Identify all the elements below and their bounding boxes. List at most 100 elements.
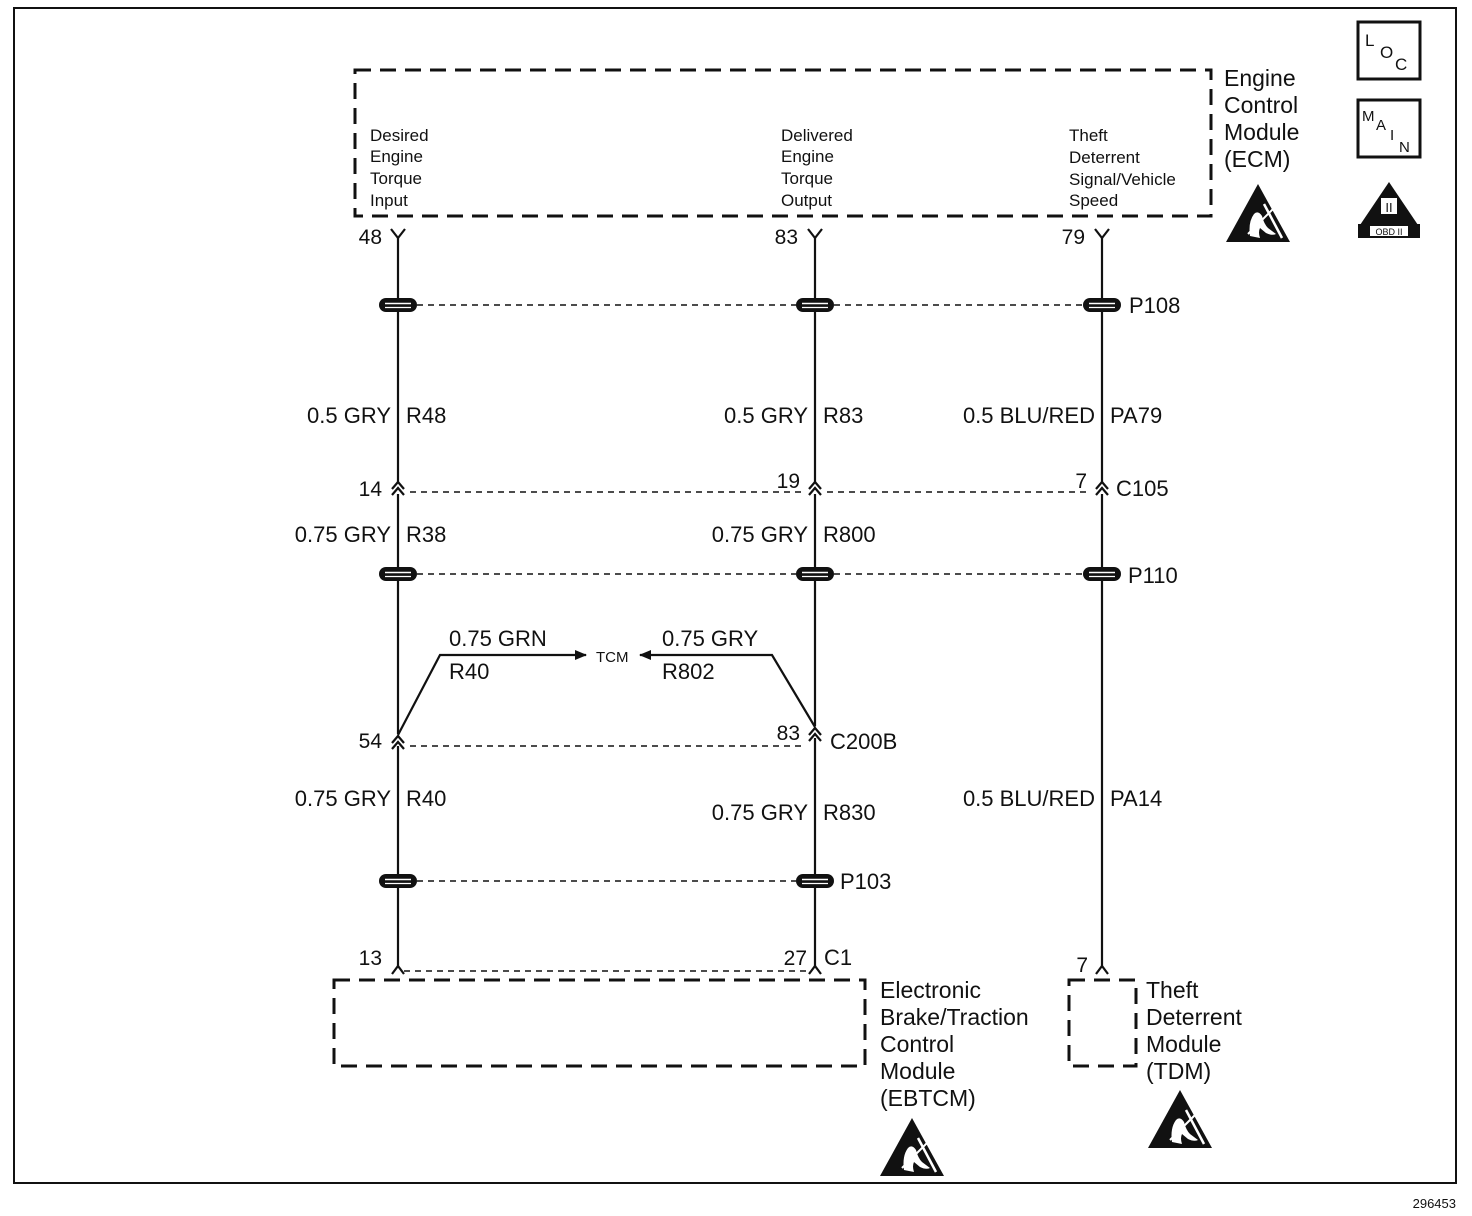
ecm-pin-48-terminal: [390, 228, 406, 240]
ebtcm-pin-13: 13: [359, 947, 382, 970]
splice-p110-left: [378, 566, 418, 582]
tdm-title-4: (TDM): [1146, 1058, 1211, 1084]
tcm-label: TCM: [596, 649, 629, 666]
ecm-title-2: Control: [1224, 92, 1298, 118]
svg-text:M: M: [1362, 108, 1375, 125]
wire-pa14-circuit: PA14: [1110, 786, 1162, 811]
wire-r800-gauge: 0.75 GRY: [712, 522, 809, 547]
ecm-signal-desired-2: Engine: [370, 147, 423, 166]
c200b-pin-83-terminal: [808, 726, 822, 742]
splice-p110-middle: [795, 566, 835, 582]
tdm-title-2: Deterrent: [1146, 1004, 1242, 1030]
wire-r48-circuit: R48: [406, 403, 446, 428]
ebtcm-title-2: Brake/Traction: [880, 1004, 1029, 1030]
ebtcm-pin-27-terminal: [808, 964, 822, 975]
branch-r802-to-tcm: [639, 650, 816, 728]
branch-r40-gauge: 0.75 GRN: [449, 626, 547, 651]
diagram-id: 296453: [1413, 1196, 1456, 1211]
c200b-label: C200B: [830, 729, 897, 754]
ecm-signal-theft-4: Speed: [1069, 191, 1118, 210]
splice-p110-right: [1082, 566, 1122, 582]
ecm-title-1: Engine: [1224, 65, 1296, 91]
ecm-esd-icon: [1224, 182, 1292, 244]
wire-r83-gauge: 0.5 GRY: [724, 403, 808, 428]
c105-pin-7-terminal: [1095, 480, 1109, 496]
splice-p103-left: [378, 873, 418, 889]
ebtcm-c1-label: C1: [824, 945, 852, 970]
svg-text:OBD II: OBD II: [1375, 227, 1402, 237]
svg-text:I: I: [1390, 127, 1394, 144]
branch-r40-circuit: R40: [449, 659, 489, 684]
ecm-pin-83-terminal: [807, 228, 823, 240]
splice-p108-left: [378, 297, 418, 313]
c105-pin-14: 14: [359, 478, 383, 501]
wire-r38-circuit: R38: [406, 522, 446, 547]
main-icon: M A I N: [1356, 98, 1422, 159]
svg-text:II: II: [1385, 200, 1392, 215]
ecm-title-3: Module: [1224, 119, 1299, 145]
c105-pin-7: 7: [1075, 470, 1087, 493]
c105-label: C105: [1116, 476, 1169, 501]
ecm-signal-delivered-4: Output: [781, 191, 832, 210]
ecm-signal-desired-4: Input: [370, 191, 408, 210]
ecm-signal-delivered-2: Engine: [781, 147, 834, 166]
svg-text:O: O: [1380, 43, 1393, 62]
tdm-pin-7-terminal: [1095, 964, 1109, 975]
ecm-signal-theft-1: Theft: [1069, 126, 1108, 145]
splice-p108-right: [1082, 297, 1122, 313]
tdm-esd-icon: [1146, 1088, 1214, 1150]
wire-pa79-gauge: 0.5 BLU/RED: [963, 403, 1095, 428]
wire-r830-circuit: R830: [823, 800, 876, 825]
ebtcm-title-3: Control: [880, 1031, 954, 1057]
wire-r83-circuit: R83: [823, 403, 863, 428]
ecm-pin-79-terminal: [1094, 228, 1110, 240]
tdm-module-box: [1067, 978, 1138, 1068]
splice-p103-middle: [795, 873, 835, 889]
ebtcm-module-box: [332, 978, 867, 1068]
ebtcm-pin-27: 27: [784, 947, 807, 970]
splice-p110-label: P110: [1128, 563, 1178, 588]
ecm-title-4: (ECM): [1224, 146, 1290, 172]
ecm-signal-desired-1: Desired: [370, 126, 429, 145]
wire-r40-circuit: R40: [406, 786, 446, 811]
wire-r40-gauge: 0.75 GRY: [295, 786, 392, 811]
svg-text:C: C: [1395, 55, 1407, 74]
ebtcm-title-4: Module: [880, 1058, 955, 1084]
ecm-pin-83: 83: [775, 226, 798, 249]
ecm-pin-79: 79: [1062, 226, 1085, 249]
splice-p108-label: P108: [1129, 293, 1180, 318]
c200b-pin-54-terminal: [391, 734, 405, 750]
ecm-signal-desired-3: Torque: [370, 169, 422, 188]
wire-r38-gauge: 0.75 GRY: [295, 522, 392, 547]
diagram-frame: [13, 7, 1457, 1184]
c105-pin-19-terminal: [808, 480, 822, 496]
ecm-module-box: [353, 68, 1213, 218]
obd-ii-icon: II OBD II: [1358, 182, 1420, 238]
splice-p108-middle: [795, 297, 835, 313]
c200b-pin-54: 54: [359, 730, 383, 753]
c105-pin-14-terminal: [391, 480, 405, 496]
ecm-signal-delivered-3: Torque: [781, 169, 833, 188]
wire-r48-gauge: 0.5 GRY: [307, 403, 391, 428]
ecm-signal-theft-3: Signal/Vehicle: [1069, 170, 1176, 189]
ebtcm-pin-13-terminal: [391, 964, 405, 975]
ecm-signal-delivered-1: Delivered: [781, 126, 853, 145]
ecm-signal-theft-2: Deterrent: [1069, 148, 1140, 167]
svg-text:N: N: [1399, 139, 1410, 156]
tdm-title-3: Module: [1146, 1031, 1221, 1057]
tdm-pin-7: 7: [1076, 954, 1088, 977]
ebtcm-title-5: (EBTCM): [880, 1085, 976, 1111]
branch-r802-gauge: 0.75 GRY: [662, 626, 759, 651]
c105-pin-19: 19: [777, 470, 800, 493]
loc-icon: L O C: [1356, 20, 1422, 81]
c200b-pin-83: 83: [777, 722, 800, 745]
wire-pa79-circuit: PA79: [1110, 403, 1162, 428]
ebtcm-title-1: Electronic: [880, 977, 981, 1003]
branch-r802-circuit: R802: [662, 659, 715, 684]
branch-r40-to-tcm: [397, 650, 587, 736]
wire-r830-gauge: 0.75 GRY: [712, 800, 809, 825]
wire-pa14-gauge: 0.5 BLU/RED: [963, 786, 1095, 811]
svg-text:A: A: [1376, 117, 1386, 134]
wire-r800-circuit: R800: [823, 522, 876, 547]
